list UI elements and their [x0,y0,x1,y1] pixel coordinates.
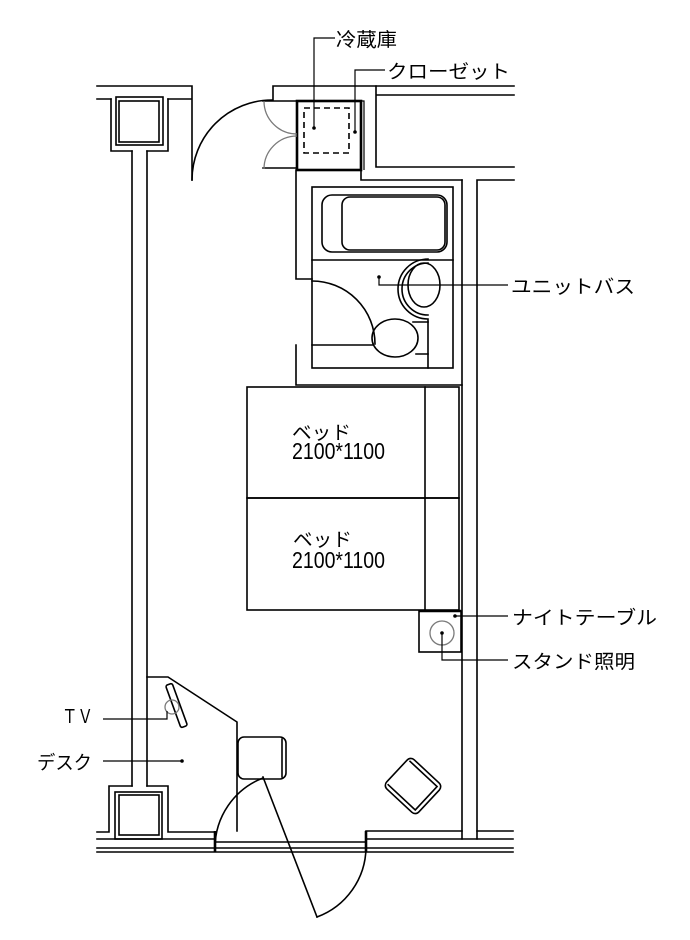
entrance-door [214,775,367,919]
column-outline [96,785,216,833]
armchair-outline [384,757,442,815]
leader-line [313,37,335,128]
leader-dot [377,275,381,279]
bed-size-label: 2100*1100 [292,547,385,573]
adjacent-room-outline [375,85,515,168]
column-square-inner [118,100,160,143]
bath-outer-wall [295,169,463,386]
walls [96,85,515,853]
desk-chair [237,736,287,780]
stand-light-label: スタンド照明 [512,651,635,673]
bed-size-label: 2100*1100 [292,438,385,464]
bottom-left-column [96,785,216,840]
entrance-door-leaf [261,775,319,919]
tv-label: ＴＶ [62,706,93,728]
sink-counter [397,258,429,369]
column-square-outer [115,96,164,146]
desk-chair-seat [237,736,287,780]
callout-night-table: ナイトテーブル [453,606,657,629]
bathtub-outer [321,194,448,253]
bed-2: ベッド 2100*1100 [246,497,460,611]
leader-line [103,711,168,720]
toilet-tank [412,321,429,355]
column-square-inner [118,794,160,836]
closet-box [295,99,363,172]
armchair-back [387,760,439,812]
refrigerator-label: 冷蔵庫 [336,29,397,51]
top-left-wall [96,85,193,181]
callout-closet: クローゼット [353,61,510,134]
leader-dot [353,130,357,134]
closet-door-arc-bottom [263,135,298,170]
top-left-column [110,96,169,152]
callout-desk: デスク [37,752,184,774]
bath-inner-outline [311,186,454,369]
desk-label: デスク [37,752,92,774]
left-wall [131,150,148,787]
column-outline [110,98,169,152]
refrigerator-outline [303,107,350,154]
night-table-label: ナイトテーブル [512,606,657,629]
closet [263,99,363,172]
closet-door-arc-top [263,100,298,135]
toilet-bowl [371,318,419,358]
leader-dot [453,614,457,618]
leader-line [378,277,508,286]
bed-frame [246,497,460,611]
armchair [384,757,442,815]
leader-line [354,69,385,132]
leader-dot [440,631,444,635]
closet-label: クローゼット [387,61,510,83]
bath-top-wall [360,169,463,181]
bottom-wall [96,830,514,853]
desk-outline [146,676,238,832]
top-right-wall [262,85,515,169]
bed-1: ベッド 2100*1100 [246,386,460,499]
callout-stand-light: スタンド照明 [440,631,635,673]
leader-line [441,633,508,661]
entrance-door-arc-lower [315,847,367,919]
tv-stand-icon [164,699,180,715]
column-square-outer [114,791,163,840]
callout-tv: ＴＶ [62,706,168,728]
desk [146,676,238,832]
bathtub-inner [341,196,446,251]
bed-name-label: ベッド [293,529,352,551]
tv-icon [165,682,188,729]
unit-bath-label: ユニットバス [511,276,635,298]
right-wall [461,179,515,840]
callout-refrigerator: 冷蔵庫 [312,29,397,130]
leader-dot [180,759,184,763]
room-door-swing-arc [191,99,273,181]
bath-door-swing-arc [311,280,376,345]
bed-name-label: ベッド [292,422,351,444]
entrance-door-arc-upper [214,776,265,849]
callout-unit-bath: ユニットバス [377,275,635,298]
leader-dot [312,126,316,130]
